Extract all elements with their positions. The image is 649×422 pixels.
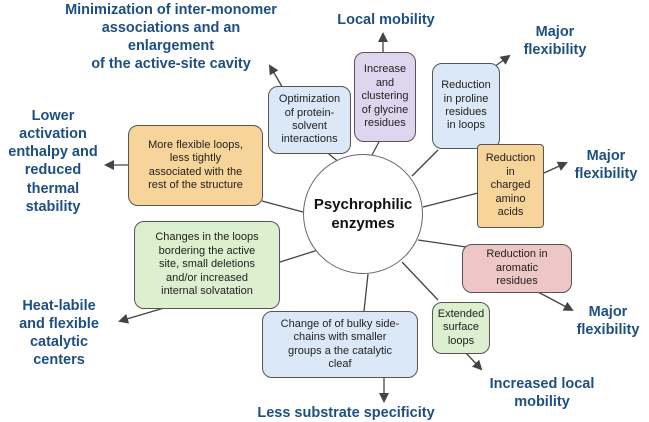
feature-surface-loops: Extended surface loops: [432, 302, 490, 354]
feature-optimization: Optimization of protein- solvent interac…: [268, 86, 351, 154]
outcome-local-mobility: Local mobility: [337, 12, 435, 28]
spoke-loops-active-site: [279, 249, 319, 263]
outcome-major-flexibility-2: Major flexibility: [574, 148, 638, 183]
spoke-proline: [411, 149, 439, 177]
spoke-aromatic: [417, 239, 467, 248]
outcome-inter-monomer: Minimization of inter-monomer associatio…: [65, 2, 277, 73]
feature-loops-active-site: Changes in the loops bordering the activ…: [134, 221, 280, 309]
spoke-bulky: [363, 273, 369, 312]
outcome-increased-local-mobility: Increased local mobility: [489, 376, 595, 411]
spoke-charged: [422, 192, 479, 208]
arrow-to-heat-labile: [118, 307, 165, 324]
spoke-flexible-loops: [261, 200, 304, 213]
arrow-to-major-flex-3: [537, 291, 574, 311]
outcome-major-flexibility-1: Major flexibility: [523, 24, 587, 59]
arrow-to-increased-local: [464, 351, 483, 371]
feature-glycine: Increase and clustering of glycine resid…: [354, 52, 416, 142]
feature-bulky: Change of of bulky side- chains with sma…: [262, 311, 418, 378]
feature-flexible-loops: More flexible loops, less tightly associ…: [128, 125, 263, 206]
outcome-major-flexibility-3: Major flexibility: [576, 304, 640, 339]
spoke-surface-loops: [401, 261, 439, 301]
feature-proline: Reduction in proline residues in loops: [432, 63, 500, 149]
outcome-heat-labile: Heat-labile and flexible catalytic cente…: [19, 298, 99, 369]
center-psychrophilic-enzymes: Psychrophilic enzymes: [303, 154, 423, 274]
outcome-lower-activation: Lower activation enthalpy and reduced th…: [8, 108, 98, 215]
feature-charged: Reduction in charged amino acids: [477, 144, 544, 228]
feature-aromatic: Reduction in aromatic residues: [462, 244, 572, 293]
spoke-glycine: [371, 139, 381, 156]
arrow-to-major-flex-2: [543, 161, 568, 174]
outcome-substrate-specificity: Less substrate specificity: [257, 405, 435, 421]
